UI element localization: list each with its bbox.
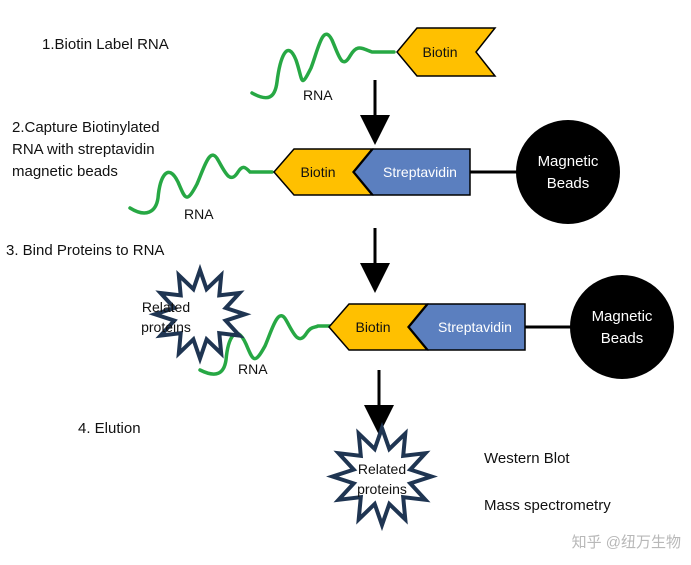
rna-label-2: RNA — [184, 206, 214, 222]
step-4-label: 4. Elution — [78, 420, 141, 437]
step-3-label: 3. Bind Proteins to RNA — [6, 242, 165, 259]
rna-strand-3 — [198, 314, 332, 376]
rna-label-3: RNA — [238, 361, 268, 377]
step-2-group: Biotin Streptavidin Magnetic Beads RNA — [128, 120, 620, 293]
related-proteins-star-4 — [326, 421, 438, 532]
biotin-label-1: Biotin — [422, 44, 457, 60]
biotin-label-3: Biotin — [355, 319, 390, 335]
mass-spectrometry-label: Mass spectrometry — [484, 497, 611, 514]
biotin-tag-2 — [273, 148, 374, 196]
beads-label-3a: Magnetic — [592, 308, 653, 325]
streptavidin-block-2 — [353, 148, 471, 196]
watermark: 知乎 @纽万生物 — [572, 534, 681, 551]
beads-label-2a: Magnetic — [538, 153, 599, 170]
proteins-label-4b: proteins — [357, 481, 407, 497]
proteins-label-3a: Related — [142, 299, 190, 315]
biotin-tag-1 — [396, 27, 497, 77]
biotin-tag-3 — [328, 303, 429, 351]
step-2-label: 2.Capture Biotinylated RNA with streptav… — [12, 119, 160, 180]
step-3-group: Related proteins Biotin Streptavidin Mag… — [141, 263, 674, 435]
biotin-label-2: Biotin — [300, 164, 335, 180]
beads-label-2b: Beads — [547, 175, 590, 192]
western-blot-label: Western Blot — [484, 450, 570, 467]
magnetic-beads-3 — [570, 275, 674, 379]
proteins-label-3b: proteins — [141, 319, 191, 335]
rna-strand-1 — [250, 32, 396, 100]
beads-label-3b: Beads — [601, 330, 644, 347]
rna-strand-2 — [128, 153, 274, 215]
step-1-label: 1.Biotin Label RNA — [42, 36, 169, 53]
rna-label-1: RNA — [303, 87, 333, 103]
streptavidin-label-2: Streptavidin — [383, 164, 457, 180]
step-1-group: Biotin RNA — [250, 27, 497, 145]
streptavidin-block-3 — [408, 303, 526, 351]
proteins-label-4a: Related — [358, 461, 406, 477]
streptavidin-label-3: Streptavidin — [438, 319, 512, 335]
magnetic-beads-2 — [516, 120, 620, 224]
step-4-group: Related proteins Western Blot Mass spect… — [326, 421, 611, 532]
related-proteins-star-3 — [148, 263, 252, 365]
